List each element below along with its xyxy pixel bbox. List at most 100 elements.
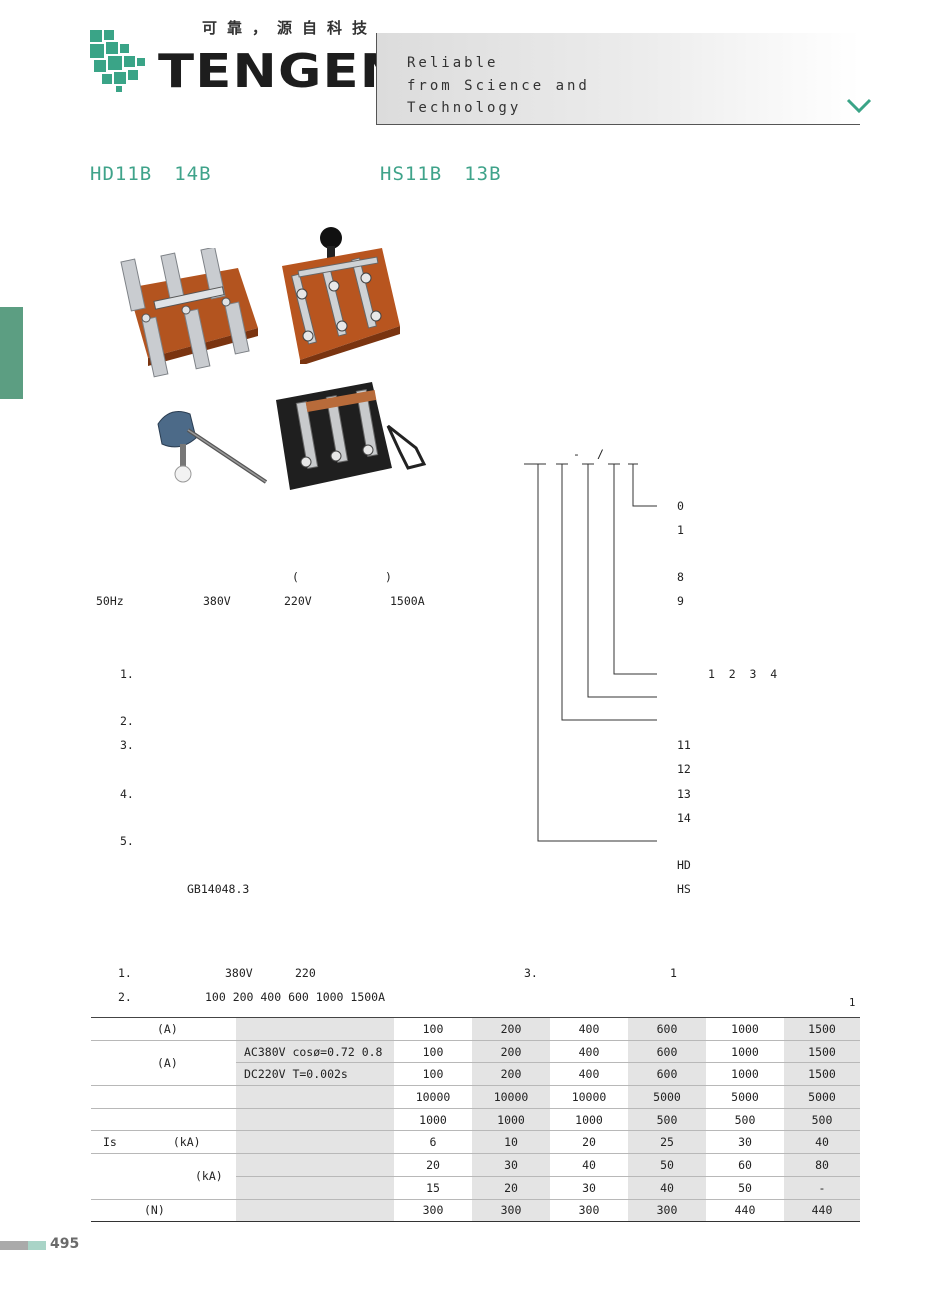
- intro-frequency: 50Hz: [96, 594, 124, 608]
- slogan-line-1: Reliable: [407, 55, 499, 71]
- cell-peak1-2: 40: [550, 1153, 628, 1177]
- title-hs-end: 13B: [464, 163, 502, 185]
- cell-mech_life-0: 10000: [394, 1085, 472, 1109]
- cell-ac-0: 100: [394, 1040, 472, 1064]
- tengen-logo-icon: [90, 30, 145, 92]
- intro-max-current: 1500A: [390, 594, 425, 608]
- note-2: 2.: [118, 990, 132, 1004]
- cell-rated-0: 100: [394, 1017, 472, 1041]
- note-1-voltage-dc: 220: [295, 966, 316, 980]
- cell-peak2-4: 50: [706, 1176, 784, 1200]
- cell-peak2-0: 15: [394, 1176, 472, 1200]
- cond-empty: [236, 1153, 394, 1177]
- label-rated-current: (A): [91, 1017, 236, 1041]
- cell-ac-5: 1500: [784, 1040, 860, 1064]
- cell-ac-4: 1000: [706, 1040, 784, 1064]
- knife-switch-black-base-image: [276, 382, 427, 490]
- cell-force-0: 300: [394, 1199, 472, 1223]
- note-1: 1.: [118, 966, 132, 980]
- code-11: 11: [677, 738, 691, 752]
- operating-lever-image: [157, 411, 268, 484]
- brand-name: TENGEN: [158, 44, 406, 98]
- label-mech-life: [91, 1085, 236, 1109]
- cell-mech_life-3: 5000: [628, 1085, 706, 1109]
- intro-ac-voltage: 380V: [203, 594, 231, 608]
- intro-paren-close: ): [385, 570, 392, 584]
- cell-rated-2: 400: [550, 1017, 628, 1041]
- code-1: 1: [677, 523, 684, 537]
- cell-rated-4: 1000: [706, 1017, 784, 1041]
- cell-mech_life-5: 5000: [784, 1085, 860, 1109]
- feature-1: 1.: [120, 667, 134, 681]
- code-13: 13: [677, 787, 691, 801]
- title-hd-end: 14B: [174, 163, 212, 185]
- chevron-down-icon: [846, 98, 872, 114]
- cell-is_vals-1: 10: [472, 1130, 550, 1155]
- slogan-line-2: from Science and: [407, 77, 590, 94]
- cell-dc-2: 400: [550, 1062, 628, 1087]
- cell-elec_life-1: 1000: [472, 1108, 550, 1132]
- slogan-english: Reliable from Science and Technology: [407, 52, 590, 120]
- cell-elec_life-2: 1000: [550, 1108, 628, 1132]
- cell-dc-5: 1500: [784, 1062, 860, 1087]
- cell-ac-2: 400: [550, 1040, 628, 1064]
- section-side-tab: [0, 307, 23, 399]
- label-is-unit: (kA): [172, 1135, 201, 1150]
- cell-elec_life-0: 1000: [394, 1108, 472, 1132]
- feature-5: 5.: [120, 834, 134, 848]
- cell-mech_life-1: 10000: [472, 1085, 550, 1109]
- cell-is_vals-5: 40: [784, 1130, 860, 1155]
- cond-empty: [236, 1130, 394, 1155]
- cell-peak2-5: -: [784, 1176, 860, 1200]
- cell-ac-3: 600: [628, 1040, 706, 1064]
- slogan-line-3: Technology: [407, 100, 522, 116]
- page-bar-gray: [0, 1241, 28, 1250]
- cell-is_vals-3: 25: [628, 1130, 706, 1155]
- header-band: [376, 33, 860, 125]
- cell-rated-3: 600: [628, 1017, 706, 1041]
- cell-force-5: 440: [784, 1199, 860, 1223]
- feature-4: 4.: [120, 787, 134, 801]
- cell-elec_life-3: 500: [628, 1108, 706, 1132]
- page-number: 495: [50, 1236, 80, 1252]
- code-poles: 1 2 3 4: [708, 667, 778, 681]
- cell-dc-1: 200: [472, 1062, 550, 1087]
- title-hd-start: HD11B: [90, 163, 153, 185]
- cond-ac: AC380V cosø=0.72 0.8: [236, 1040, 394, 1064]
- note-1-voltage-ac: 380V: [225, 966, 253, 980]
- cell-peak1-5: 80: [784, 1153, 860, 1177]
- page-title-hs: HS11B 13B: [380, 163, 524, 185]
- cell-peak1-1: 30: [472, 1153, 550, 1177]
- table-number: 1: [849, 997, 856, 1009]
- cell-peak1-4: 60: [706, 1153, 784, 1177]
- cell-is_vals-4: 30: [706, 1130, 784, 1155]
- cell-peak1-0: 20: [394, 1153, 472, 1177]
- slogan-chinese: 可靠，源自科技: [202, 19, 378, 37]
- cell-rated-1: 200: [472, 1017, 550, 1041]
- label-peak-current: (kA): [91, 1153, 236, 1200]
- cell-dc-3: 600: [628, 1062, 706, 1087]
- label-force: (N): [91, 1199, 236, 1223]
- cell-mech_life-4: 5000: [706, 1085, 784, 1109]
- code-8: 8: [677, 570, 684, 584]
- cell-force-2: 300: [550, 1199, 628, 1223]
- feature-2: 2.: [120, 714, 134, 728]
- note-3-value: 1: [670, 966, 677, 980]
- cell-peak2-2: 30: [550, 1176, 628, 1200]
- page-title-hd: HD11B 14B: [90, 163, 234, 185]
- cell-peak2-3: 40: [628, 1176, 706, 1200]
- title-hs-start: HS11B: [380, 163, 443, 185]
- cell-ac-1: 200: [472, 1040, 550, 1064]
- cond-empty: [236, 1017, 394, 1041]
- cond-dc: DC220V T=0.002s: [236, 1062, 394, 1087]
- cond-empty: [236, 1199, 394, 1223]
- cell-dc-0: 100: [394, 1062, 472, 1087]
- model-code-diagram: [524, 463, 657, 842]
